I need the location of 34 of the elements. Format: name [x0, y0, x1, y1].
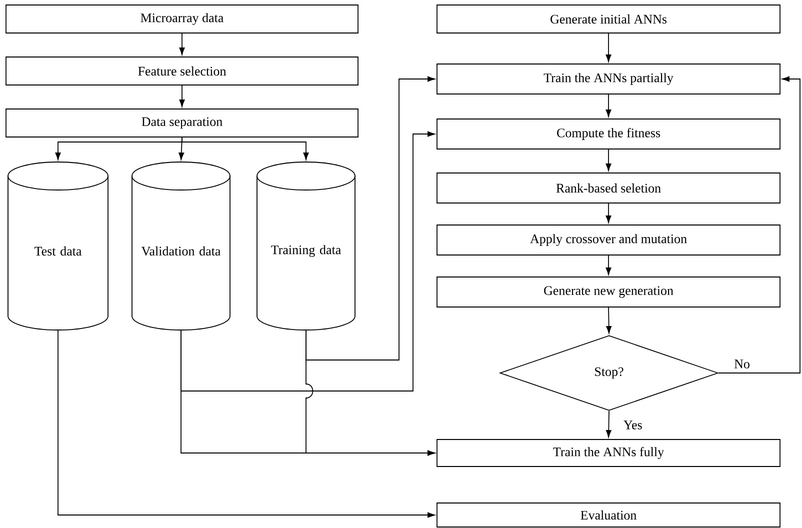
- node-label: Validation data: [141, 246, 221, 256]
- process-box: Train the ANNs partially: [436, 64, 780, 94]
- process-box: Apply crossover and mutation: [436, 224, 780, 256]
- process-box: Microarray data: [6, 4, 358, 34]
- process-box: Data separation: [6, 108, 358, 138]
- edge-label: Yes: [624, 420, 642, 430]
- edge-label: No: [734, 360, 750, 368]
- arrow: [306, 76, 435, 360]
- arrow: [718, 76, 800, 374]
- data-cylinder: Training data: [256, 162, 356, 330]
- arrow: [58, 330, 435, 518]
- arrow: [179, 33, 185, 55]
- arrow: [606, 203, 612, 223]
- process-box: Feature selection: [6, 56, 358, 86]
- arrow: [182, 137, 309, 160]
- process-box: Rank-based seletion: [436, 172, 780, 204]
- arrow: [180, 131, 435, 392]
- node-label: Test data: [34, 246, 82, 256]
- arrow: [606, 410, 612, 438]
- arrow: [606, 149, 612, 171]
- process-box: Evaluation: [436, 502, 780, 528]
- process-box: Generate initial ANNs: [436, 4, 780, 34]
- data-cylinder: Validation data: [132, 162, 230, 330]
- arrow: [606, 255, 612, 275]
- arrow: [606, 33, 612, 62]
- arrow: [306, 330, 435, 456]
- process-box: Generate new generation: [436, 276, 780, 308]
- arrow: [179, 85, 185, 107]
- process-box: Compute the fitness: [436, 118, 780, 150]
- node-label: Training data: [271, 245, 341, 257]
- data-cylinder: Test data: [8, 162, 108, 330]
- arrow: [606, 307, 612, 334]
- process-box: Train the ANNs fully: [436, 439, 780, 467]
- arrow: [606, 94, 612, 117]
